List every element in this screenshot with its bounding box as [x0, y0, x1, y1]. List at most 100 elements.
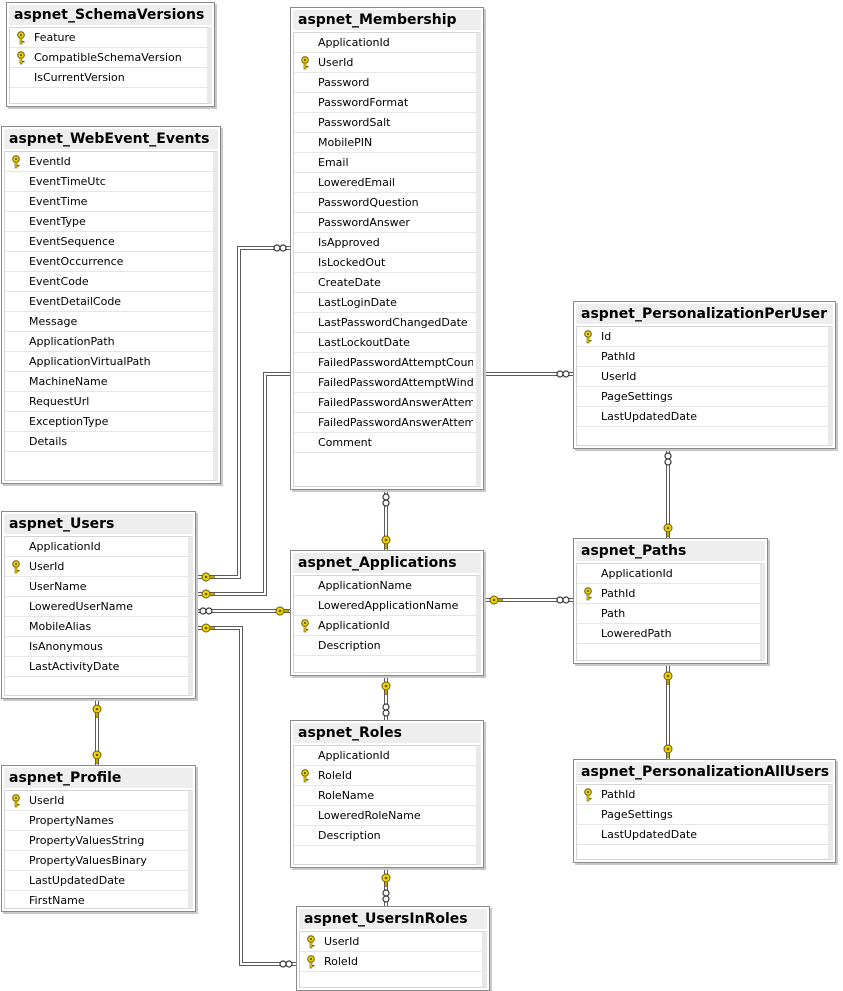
- column-row[interactable]: PathId: [577, 584, 760, 604]
- column-row[interactable]: LastUpdatedDate: [577, 825, 828, 845]
- column-row[interactable]: ApplicationId: [294, 33, 476, 53]
- column-row[interactable]: FailedPasswordAttemptCount: [294, 353, 476, 373]
- column-row[interactable]: MobileAlias: [5, 617, 188, 637]
- column-row[interactable]: PathId: [577, 347, 828, 367]
- column-row[interactable]: Description: [294, 826, 476, 846]
- column-row[interactable]: MobilePIN: [294, 133, 476, 153]
- column-row[interactable]: Feature: [10, 28, 207, 48]
- column-name: EventOccurrence: [29, 255, 124, 268]
- column-row[interactable]: Email: [294, 153, 476, 173]
- column-row[interactable]: FirstName: [5, 891, 188, 908]
- column-row[interactable]: MachineName: [5, 372, 213, 392]
- column-row[interactable]: ApplicationId: [294, 746, 476, 766]
- column-row[interactable]: IsApproved: [294, 233, 476, 253]
- relationship-usersinroles-users[interactable]: [196, 623, 296, 968]
- column-row[interactable]: UserName: [5, 577, 188, 597]
- column-row[interactable]: PageSettings: [577, 805, 828, 825]
- column-row[interactable]: EventType: [5, 212, 213, 232]
- column-row[interactable]: ApplicationVirtualPath: [5, 352, 213, 372]
- column-row[interactable]: EventSequence: [5, 232, 213, 252]
- column-row[interactable]: LastLoginDate: [294, 293, 476, 313]
- column-row[interactable]: Message: [5, 312, 213, 332]
- column-row[interactable]: ApplicationId: [294, 616, 476, 636]
- column-row[interactable]: LoweredApplicationName: [294, 596, 476, 616]
- column-row[interactable]: ApplicationId: [577, 564, 760, 584]
- column-row[interactable]: ApplicationName: [294, 576, 476, 596]
- column-row[interactable]: EventId: [5, 152, 213, 172]
- column-row[interactable]: PasswordFormat: [294, 93, 476, 113]
- column-row[interactable]: IsLockedOut: [294, 253, 476, 273]
- column-row[interactable]: LastLockoutDate: [294, 333, 476, 353]
- column-row[interactable]: Path: [577, 604, 760, 624]
- column-row[interactable]: PasswordSalt: [294, 113, 476, 133]
- column-row[interactable]: LoweredEmail: [294, 173, 476, 193]
- column-row[interactable]: IsCurrentVersion: [10, 68, 207, 88]
- column-row[interactable]: RoleName: [294, 786, 476, 806]
- column-row[interactable]: UserId: [294, 53, 476, 73]
- column-row[interactable]: PathId: [577, 785, 828, 805]
- column-row[interactable]: PropertyNames: [5, 811, 188, 831]
- column-row[interactable]: PropertyValuesBinary: [5, 851, 188, 871]
- column-row[interactable]: RoleId: [300, 952, 482, 972]
- column-row[interactable]: RoleId: [294, 766, 476, 786]
- column-row[interactable]: ApplicationId: [5, 537, 188, 557]
- column-row[interactable]: LoweredRoleName: [294, 806, 476, 826]
- column-row[interactable]: UserId: [5, 791, 188, 811]
- column-row[interactable]: EventCode: [5, 272, 213, 292]
- column-row[interactable]: PasswordAnswer: [294, 213, 476, 233]
- column-row[interactable]: LoweredPath: [577, 624, 760, 644]
- table-title: aspnet_Paths: [576, 541, 765, 561]
- column-row[interactable]: IsAnonymous: [5, 637, 188, 657]
- relationship-paths-applications[interactable]: [484, 595, 573, 605]
- column-row[interactable]: PasswordQuestion: [294, 193, 476, 213]
- column-row[interactable]: EventTime: [5, 192, 213, 212]
- column-row[interactable]: RequestUrl: [5, 392, 213, 412]
- column-row[interactable]: LastUpdatedDate: [577, 407, 828, 427]
- column-row[interactable]: LastPasswordChangedDate: [294, 313, 476, 333]
- column-row[interactable]: UserId: [5, 557, 188, 577]
- column-row[interactable]: EventOccurrence: [5, 252, 213, 272]
- column-row[interactable]: ExceptionType: [5, 412, 213, 432]
- column-row[interactable]: LastUpdatedDate: [5, 871, 188, 891]
- column-name: Password: [318, 76, 370, 89]
- column-row[interactable]: FailedPasswordAttemptWind...: [294, 373, 476, 393]
- relationship-profile-users[interactable]: [92, 699, 102, 765]
- relationship-users-applications[interactable]: [196, 606, 290, 616]
- column-row[interactable]: PropertyValuesString: [5, 831, 188, 851]
- column-row[interactable]: FailedPasswordAnswerAttem...: [294, 413, 476, 433]
- relationship-membership-applications[interactable]: [381, 490, 391, 550]
- column-row[interactable]: CompatibleSchemaVersion: [10, 48, 207, 68]
- column-row[interactable]: EventTimeUtc: [5, 172, 213, 192]
- column-row[interactable]: CreateDate: [294, 273, 476, 293]
- relationship-allusers-paths[interactable]: [663, 664, 673, 759]
- column-row[interactable]: LastActivityDate: [5, 657, 188, 677]
- column-row[interactable]: Description: [294, 636, 476, 656]
- relationship-peruser-paths[interactable]: [663, 449, 673, 538]
- column-row[interactable]: Id: [577, 327, 828, 347]
- column-row[interactable]: Password: [294, 73, 476, 93]
- column-row[interactable]: EventDetailCode: [5, 292, 213, 312]
- primary-key-icon: [299, 769, 311, 783]
- column-row[interactable]: ApplicationPath: [5, 332, 213, 352]
- column-row[interactable]: FailedPasswordAnswerAttem...: [294, 393, 476, 413]
- column-row[interactable]: Details: [5, 432, 213, 452]
- column-row[interactable]: UserId: [300, 932, 482, 952]
- column-row[interactable]: LoweredUserName: [5, 597, 188, 617]
- relationship-usersinroles-roles[interactable]: [381, 868, 391, 906]
- column-row[interactable]: UserId: [577, 367, 828, 387]
- relationship-roles-applications[interactable]: [381, 676, 391, 720]
- column-row[interactable]: Comment: [294, 433, 476, 453]
- relationship-membership-users[interactable]: [196, 244, 290, 582]
- column-row[interactable]: PageSettings: [577, 387, 828, 407]
